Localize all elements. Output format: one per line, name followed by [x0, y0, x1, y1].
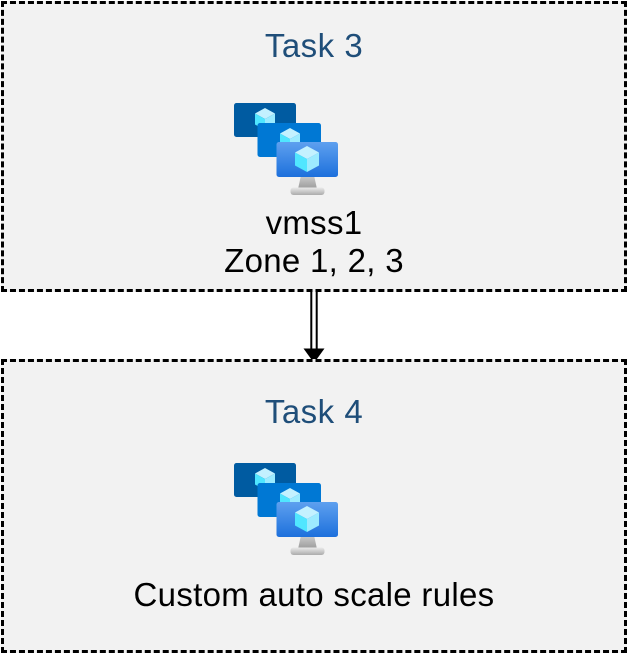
vmss-name-label: vmss1: [265, 204, 363, 241]
vmss-zones-label: Zone 1, 2, 3: [224, 242, 404, 279]
task4-title: Task 4: [264, 393, 364, 430]
autoscale-rules-label: Custom auto scale rules: [133, 576, 495, 613]
vmss-icon-svg: [234, 103, 338, 195]
vmss-icon-svg: [234, 463, 338, 555]
vmss-icon: [234, 103, 338, 196]
task3-title: Task 3: [264, 27, 364, 64]
down-arrow-icon: [303, 291, 325, 363]
task3-box: Task 3: [1, 1, 627, 292]
task4-box: Task 4 Custom auto scale rules: [1, 359, 627, 653]
vmss-icon: [234, 463, 338, 556]
